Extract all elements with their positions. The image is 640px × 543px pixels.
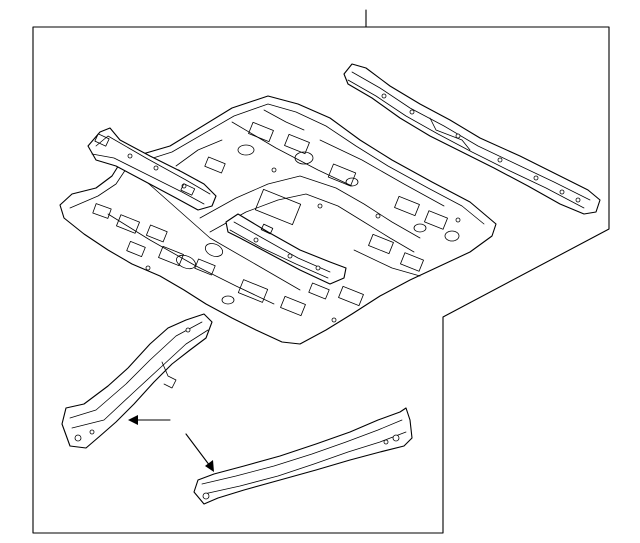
right-side-rail-icon (193, 407, 413, 505)
pointer-arrow-icon (185, 433, 214, 472)
center-reinforcement-icon (225, 213, 347, 285)
diagram-frame (32, 26, 610, 534)
pointer-arrow-icon (128, 415, 171, 425)
front-crossmember-icon (87, 127, 217, 211)
rear-crossmember-icon (343, 63, 601, 215)
floor-pan-icon (59, 95, 497, 345)
left-side-rail-icon (61, 313, 213, 449)
